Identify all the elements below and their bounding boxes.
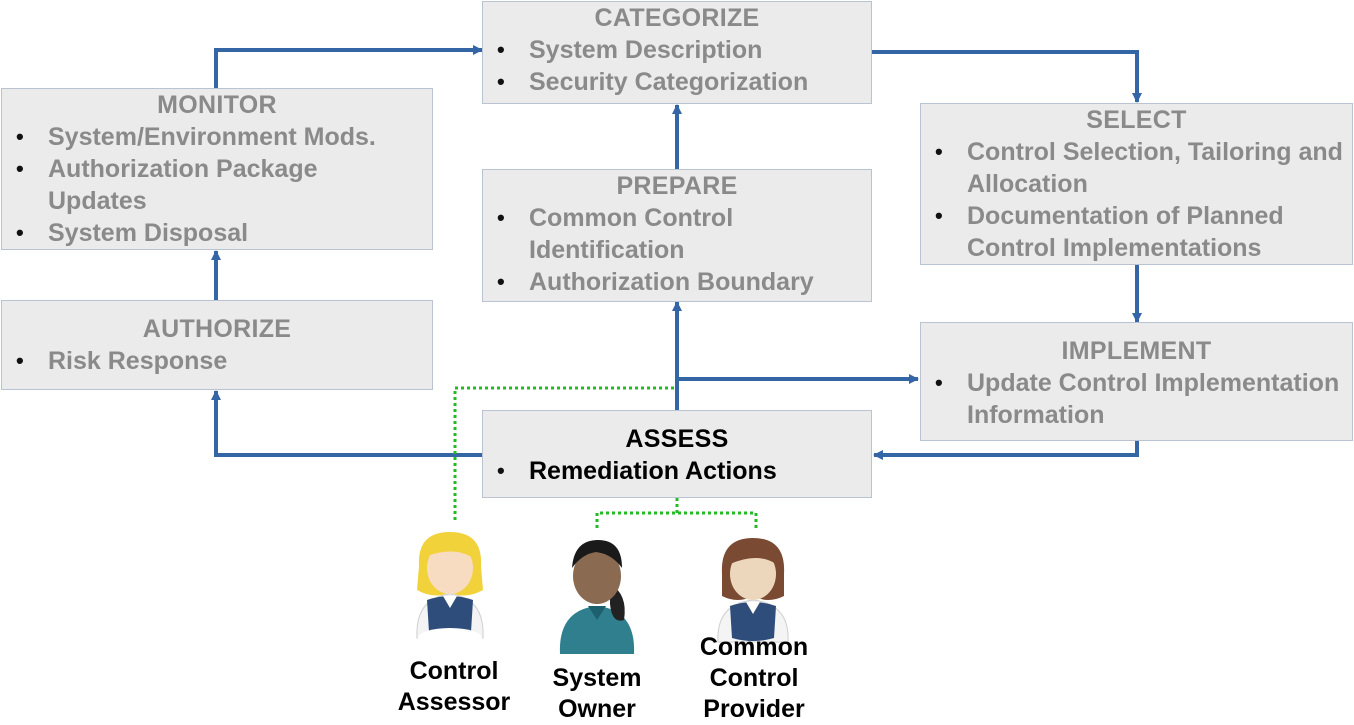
arrow-categorize-to-select: [872, 50, 1142, 103]
role-label-common-control-provider: Common Control Provider: [699, 633, 809, 723]
step-item: Update Control Implementation Informatio…: [935, 367, 1347, 431]
step-implement: IMPLEMENT Update Control Implementation …: [920, 322, 1353, 441]
step-monitor: MONITOR System/Environment Mods. Authori…: [1, 88, 433, 250]
control-assessor-avatar: [416, 532, 484, 648]
role-label-system-owner: System Owner: [552, 664, 642, 723]
step-item: Authorization Package Updates: [16, 153, 378, 217]
step-title: IMPLEMENT: [1061, 337, 1212, 365]
step-prepare: PREPARE Common Control Identification Au…: [482, 169, 872, 302]
step-item: Security Categorization: [497, 66, 871, 98]
step-item: Documentation of Planned Control Impleme…: [935, 200, 1352, 264]
step-item: Remediation Actions: [497, 455, 871, 487]
step-title: MONITOR: [157, 91, 277, 119]
step-item: Control Selection, Tailoring and Allocat…: [935, 136, 1352, 200]
step-select: SELECT Control Selection, Tailoring and …: [920, 103, 1353, 265]
step-item: Risk Response: [16, 345, 432, 377]
step-item: System/Environment Mods.: [16, 121, 432, 153]
step-title: AUTHORIZE: [142, 315, 292, 343]
link-assessor: [453, 386, 677, 520]
link-owner-provider: [595, 511, 758, 528]
step-item: Common Control Identification: [497, 202, 789, 266]
role-label-control-assessor: Control Assessor: [397, 657, 511, 716]
system-owner-avatar: [559, 540, 635, 654]
arrow-assess-to-authorize: [211, 390, 482, 457]
step-title: ASSESS: [625, 425, 729, 453]
arrow-implement-to-assess: [873, 441, 1139, 460]
step-item: Authorization Boundary: [497, 266, 871, 298]
step-item: System Description: [497, 34, 871, 66]
step-authorize: AUTHORIZE Risk Response: [1, 300, 433, 390]
step-title: CATEGORIZE: [594, 4, 760, 32]
step-title: PREPARE: [616, 172, 738, 200]
common-control-provider-avatar: [717, 538, 789, 643]
step-categorize: CATEGORIZE System Description Security C…: [482, 1, 872, 104]
step-assess: ASSESS Remediation Actions: [482, 410, 872, 498]
step-title: SELECT: [1086, 106, 1187, 134]
step-item: System Disposal: [16, 217, 432, 249]
arrow-monitor-to-categorize: [214, 45, 483, 88]
